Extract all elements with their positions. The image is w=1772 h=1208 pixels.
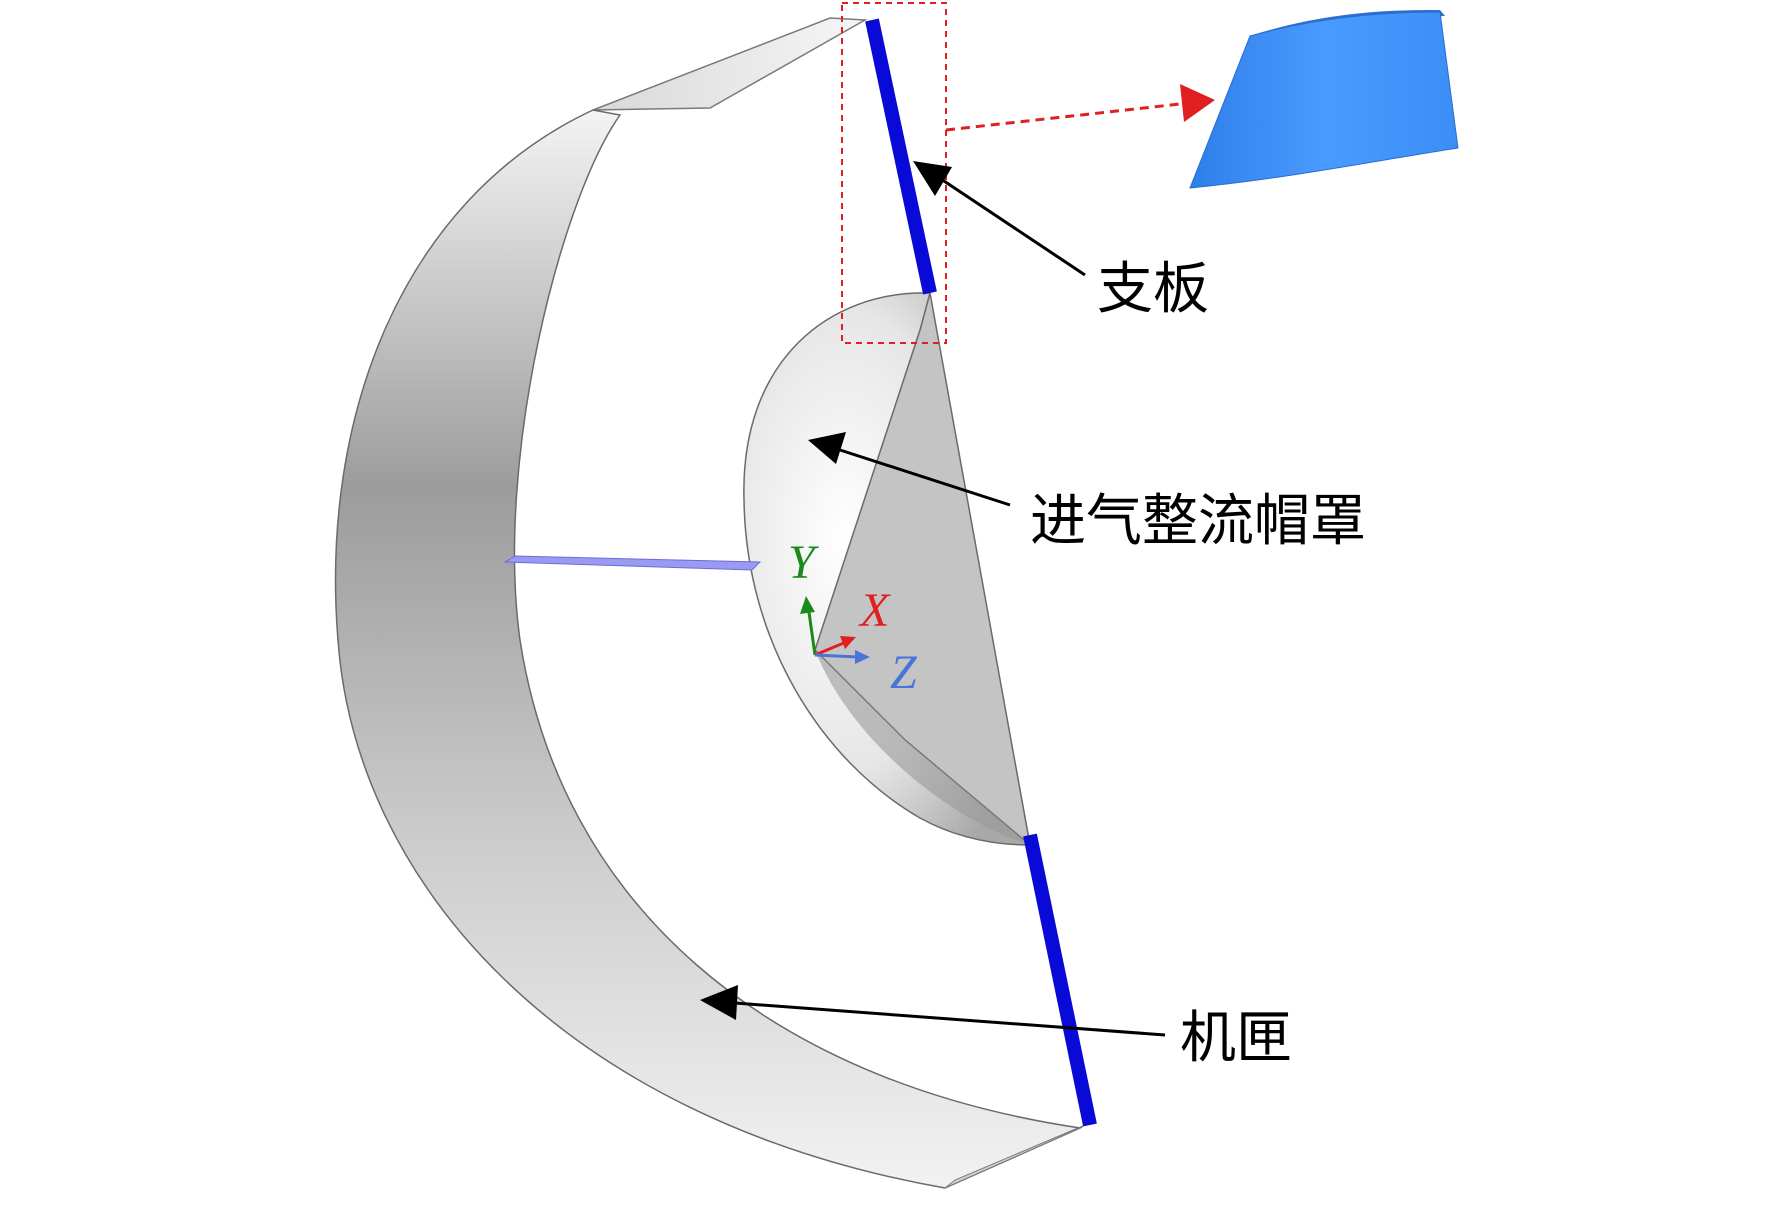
spinner-leader [839, 448, 1011, 507]
z-axis-arrowhead [855, 650, 870, 664]
nacelle-label: 机匣 [1180, 1006, 1292, 1071]
spinner-leader-arrowhead [808, 432, 846, 464]
spinner-label: 进气整流帽罩 [1030, 489, 1366, 554]
x-axis-label: X [858, 584, 891, 637]
strut-leader [934, 173, 1086, 277]
coordinate-axes: Y X Z [788, 536, 918, 699]
x-axis-arrow [814, 640, 847, 657]
nacelle-leader-arrowhead [700, 985, 738, 1020]
strut-callout-box [841, 2, 947, 344]
strut-detail-face [1189, 11, 1459, 189]
strut-lower [1023, 833, 1097, 1127]
z-axis-arrow [814, 653, 859, 659]
leaders [700, 161, 1166, 1037]
x-axis-arrowhead [840, 636, 856, 649]
y-axis-arrow [806, 604, 817, 656]
detail-pointer-arrowhead [1180, 84, 1215, 122]
nacelle-top-lip [592, 17, 868, 111]
strut-leader-arrowhead [913, 161, 952, 196]
detail-pointer-line [945, 102, 1181, 132]
strut-detail [1189, 10, 1459, 189]
y-axis-arrowhead [800, 596, 815, 614]
z-axis-label: Z [890, 646, 918, 699]
nacelle-leader [734, 1001, 1166, 1037]
detail-pointer [945, 84, 1215, 132]
strut-label: 支板 [1097, 257, 1209, 322]
y-axis-label: Y [788, 536, 819, 589]
spinner [743, 292, 1032, 847]
strut-upper [865, 18, 937, 295]
nacelle-band [334, 109, 1083, 1189]
mid-plane [503, 555, 762, 571]
